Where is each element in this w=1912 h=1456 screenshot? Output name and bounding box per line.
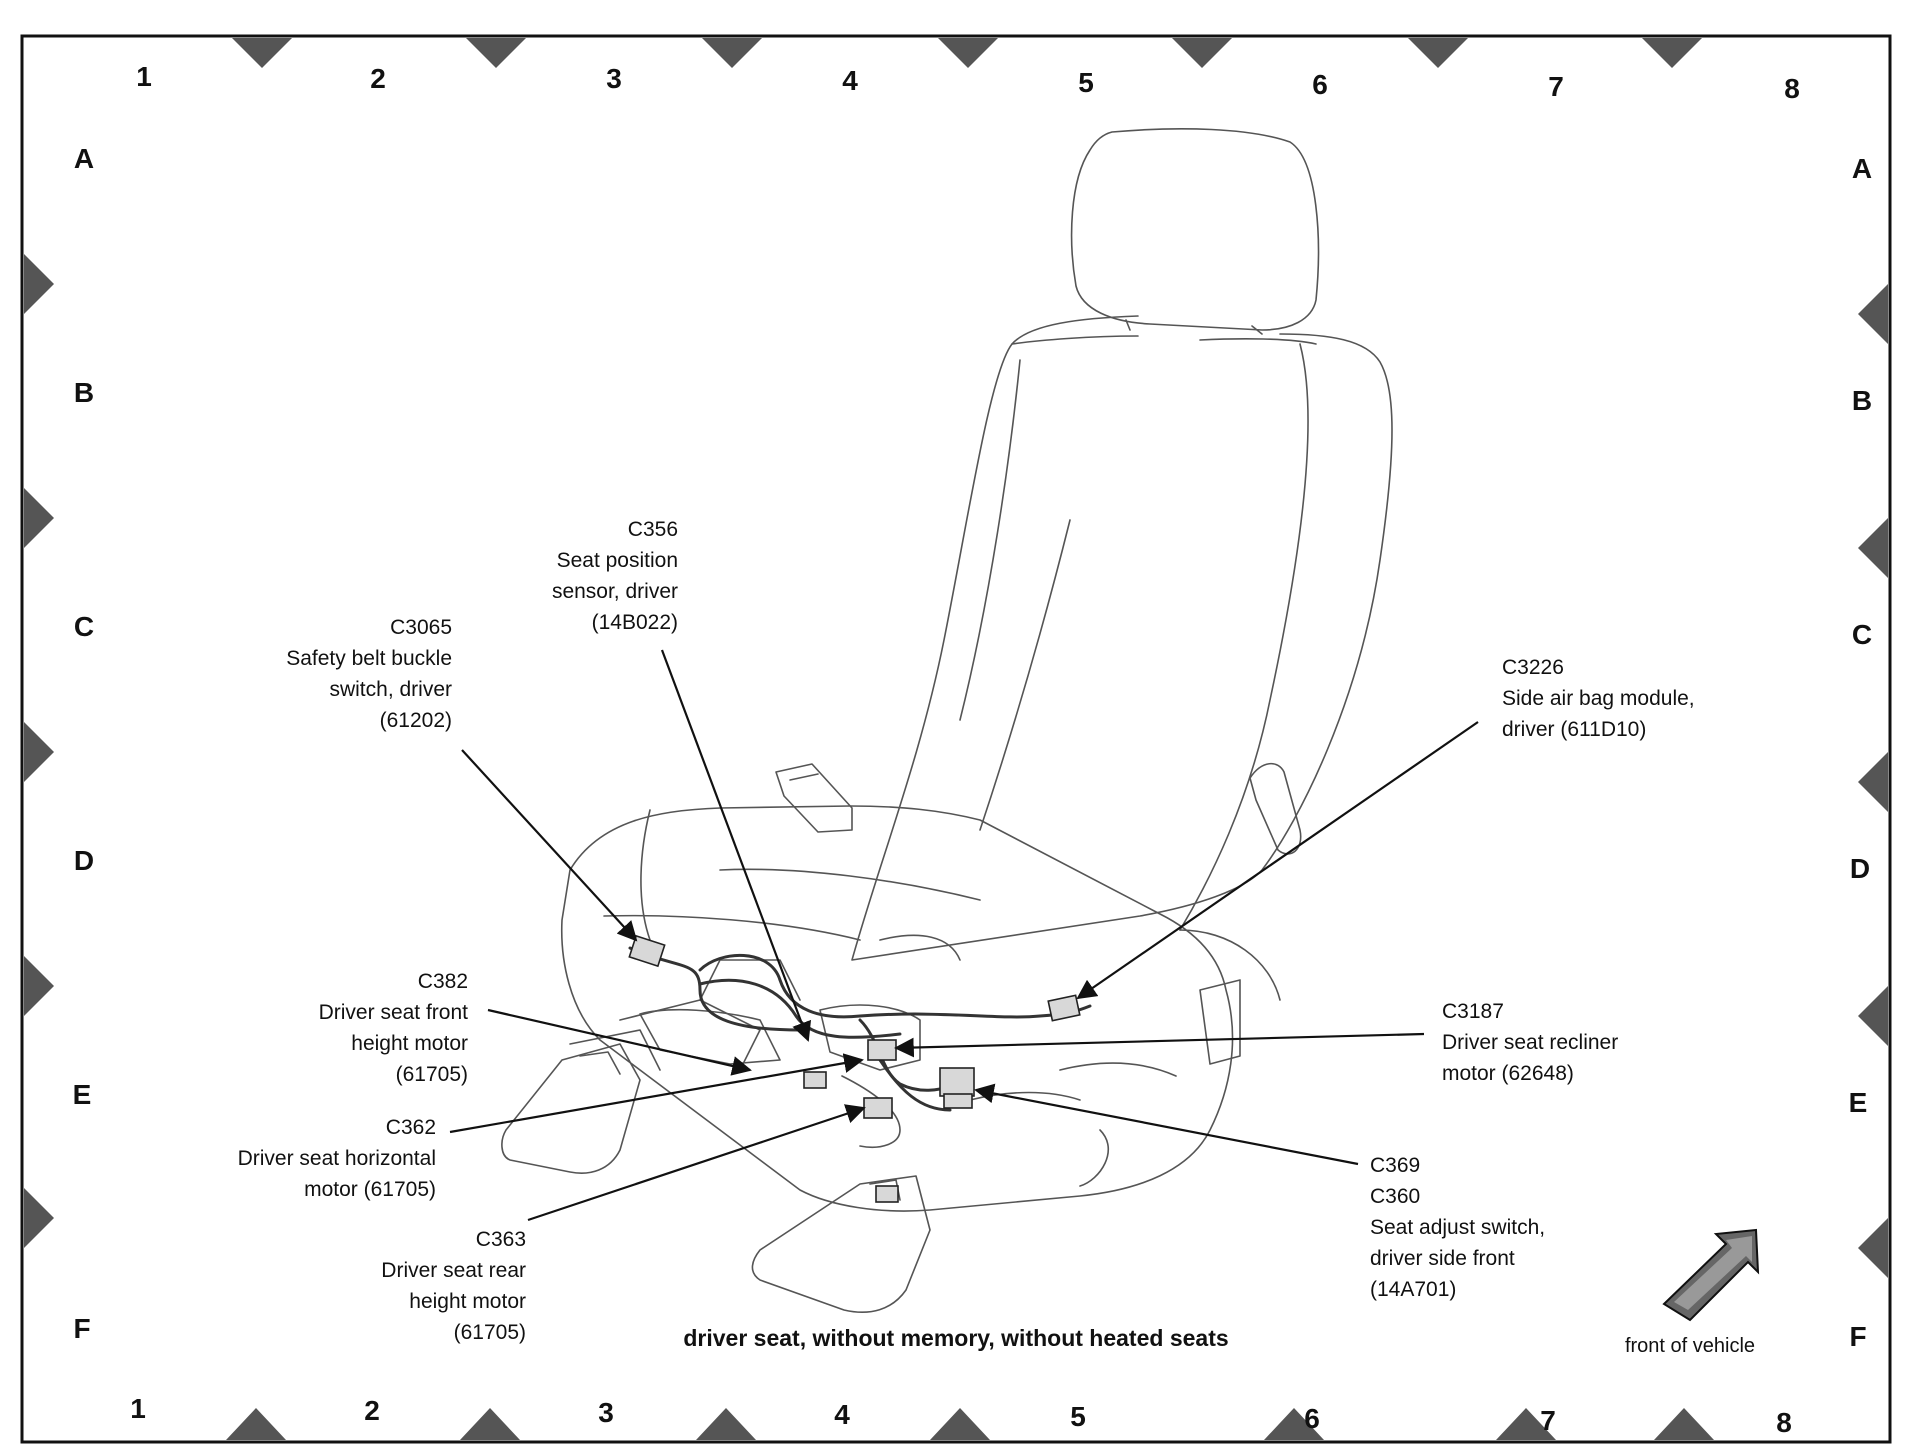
row-label: E xyxy=(1849,1087,1868,1118)
seat-cushion xyxy=(560,805,1234,1212)
col-label: 3 xyxy=(606,63,622,94)
wiring-harness xyxy=(628,946,1092,1112)
col-label: 6 xyxy=(1312,69,1328,100)
leader-c369 xyxy=(974,1083,1359,1166)
row-label: C xyxy=(1852,619,1872,650)
row-label: B xyxy=(74,377,94,408)
seat-track-left xyxy=(501,1043,641,1174)
row-label: D xyxy=(1850,853,1870,884)
callout-c3226: C3226 Side air bag module, driver (611D1… xyxy=(1502,656,1695,741)
col-label: 2 xyxy=(370,63,386,94)
callout-line: Driver seat recliner xyxy=(1442,1031,1618,1054)
left-grid-markers xyxy=(24,254,54,1248)
callout-line: (61202) xyxy=(380,709,452,732)
bottom-grid-markers xyxy=(226,1408,1714,1440)
callout-c3187: C3187 Driver seat recliner motor (62648) xyxy=(1442,1000,1618,1085)
connector-blocks xyxy=(628,934,1081,1203)
col-label: 3 xyxy=(598,1397,614,1428)
callout-c369: C369 C360 Seat adjust switch, driver sid… xyxy=(1370,1154,1545,1301)
leader-c3187 xyxy=(894,1032,1425,1058)
callout-line: motor (61705) xyxy=(304,1178,436,1201)
callout-line: Safety belt buckle xyxy=(286,647,452,670)
callout-line: Seat position xyxy=(557,549,678,572)
col-label: 5 xyxy=(1070,1401,1086,1432)
row-label: F xyxy=(73,1313,90,1344)
callout-c363: C363 Driver seat rear height motor (6170… xyxy=(381,1228,526,1344)
callout-c356: C356 Seat position sensor, driver (14B02… xyxy=(552,518,678,634)
leader-lines xyxy=(449,649,1479,1222)
callout-line: Driver seat horizontal xyxy=(238,1147,436,1170)
seat-track-front xyxy=(751,1175,931,1313)
bottom-column-labels: 1 2 3 4 5 6 7 8 xyxy=(130,1393,1792,1438)
top-column-labels: 1 2 3 4 5 6 7 8 xyxy=(136,61,1800,104)
col-label: 7 xyxy=(1548,71,1564,102)
callout-line: height motor xyxy=(409,1290,526,1313)
callout-line: (61705) xyxy=(396,1063,468,1086)
row-label: E xyxy=(73,1079,92,1110)
callout-line: C3187 xyxy=(1442,1000,1504,1023)
callout-line: Driver seat rear xyxy=(381,1259,526,1282)
front-arrow-icon xyxy=(1662,1228,1760,1322)
row-label: D xyxy=(74,845,94,876)
callout-line: C362 xyxy=(386,1116,436,1139)
callout-c362: C362 Driver seat horizontal motor (61705… xyxy=(238,1116,436,1201)
left-row-labels: A B C D E F xyxy=(73,143,94,1344)
right-grid-markers xyxy=(1858,284,1888,1278)
row-label: A xyxy=(74,143,94,174)
callout-line: Side air bag module, xyxy=(1502,687,1695,710)
callout-line: C382 xyxy=(418,970,468,993)
headrest xyxy=(1070,128,1320,331)
callout-line: Driver seat front xyxy=(319,1001,469,1024)
leader-c362 xyxy=(449,1053,864,1134)
leader-c3226 xyxy=(1076,721,1479,1000)
callout-line: C360 xyxy=(1370,1185,1420,1208)
seatback xyxy=(851,315,1393,961)
callout-line: Seat adjust switch, xyxy=(1370,1216,1545,1239)
col-label: 5 xyxy=(1078,67,1094,98)
col-label: 2 xyxy=(364,1395,380,1426)
leader-c356 xyxy=(660,649,812,1042)
front-of-vehicle-label: front of vehicle xyxy=(1625,1335,1755,1357)
callout-line: C363 xyxy=(476,1228,526,1251)
col-label: 4 xyxy=(834,1399,850,1430)
col-label: 1 xyxy=(130,1393,146,1424)
leader-c363 xyxy=(527,1104,866,1222)
callout-line: sensor, driver xyxy=(552,580,678,603)
callout-line: driver (611D10) xyxy=(1502,718,1646,741)
callout-line: driver side front xyxy=(1370,1247,1515,1270)
callout-c382: C382 Driver seat front height motor (617… xyxy=(319,970,469,1086)
right-row-labels: A B C D E F xyxy=(1849,153,1872,1352)
leader-c382 xyxy=(487,1008,752,1076)
col-label: 4 xyxy=(842,65,858,96)
col-label: 1 xyxy=(136,61,152,92)
callout-line: switch, driver xyxy=(329,678,452,701)
callout-line: (14B022) xyxy=(592,611,678,634)
recline-lever xyxy=(1249,762,1302,855)
callout-line: C369 xyxy=(1370,1154,1420,1177)
leader-c3065 xyxy=(461,749,638,942)
seat-illustration xyxy=(501,128,1393,1313)
buckle xyxy=(775,763,853,833)
callout-line: height motor xyxy=(351,1032,468,1055)
diagram-caption: driver seat, without memory, without hea… xyxy=(683,1325,1228,1351)
callout-line: (14A701) xyxy=(1370,1278,1456,1301)
col-label: 7 xyxy=(1540,1405,1556,1436)
outer-border xyxy=(20,34,1892,1444)
top-grid-markers xyxy=(232,38,1702,68)
row-label: F xyxy=(1849,1321,1866,1352)
callout-line: C3065 xyxy=(390,616,452,639)
row-label: B xyxy=(1852,385,1872,416)
callout-line: C356 xyxy=(628,518,678,541)
row-label: A xyxy=(1852,153,1872,184)
callout-line: motor (62648) xyxy=(1442,1062,1574,1085)
row-label: C xyxy=(74,611,94,642)
callout-line: (61705) xyxy=(454,1321,526,1344)
callout-line: C3226 xyxy=(1502,656,1564,679)
col-label: 8 xyxy=(1784,73,1800,104)
col-label: 6 xyxy=(1304,1403,1320,1434)
callout-c3065: C3065 Safety belt buckle switch, driver … xyxy=(286,616,452,732)
col-label: 8 xyxy=(1776,1407,1792,1438)
